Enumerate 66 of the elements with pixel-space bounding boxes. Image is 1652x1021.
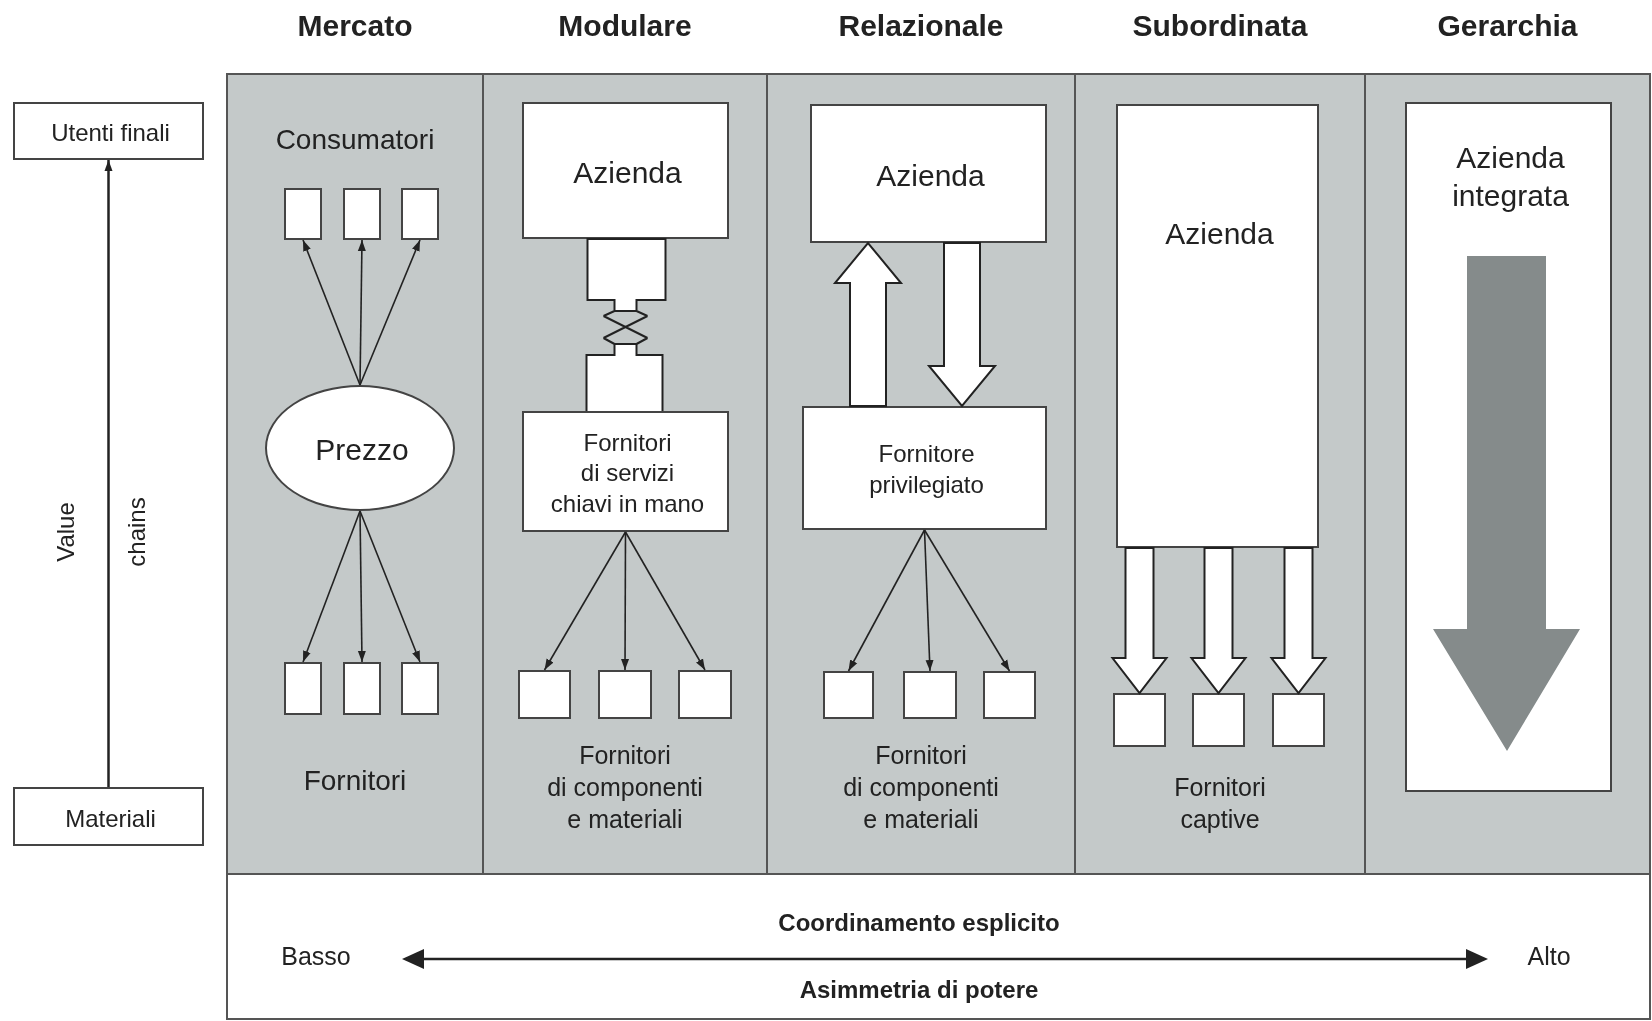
box-label: Azienda	[876, 157, 985, 194]
small-square	[343, 188, 381, 240]
arrow	[621, 531, 630, 671]
group-label: Consumatori	[275, 123, 435, 158]
box-label: Fornitori di servizi chiavi in mano	[550, 427, 705, 519]
entity-box	[13, 787, 204, 846]
block-arrow	[832, 241, 904, 407]
group-caption: Fornitori di componenti e materiali	[843, 740, 999, 835]
arrow	[302, 239, 361, 386]
entity-box	[13, 102, 204, 160]
column-heading: Subordinata	[1132, 7, 1308, 44]
block-arrow	[926, 242, 998, 408]
group-label: Fornitori	[303, 764, 407, 799]
small-square	[1113, 693, 1166, 747]
scale-end-label: Alto	[1527, 941, 1571, 972]
plug-connector	[585, 238, 667, 412]
small-square	[983, 671, 1036, 719]
box-label: Prezzo	[315, 431, 409, 468]
box-label: Azienda integrata	[1452, 139, 1569, 214]
arrow	[923, 529, 1011, 672]
box-label: Fornitore privilegiato	[869, 439, 984, 500]
arrow	[104, 160, 113, 787]
small-square	[598, 670, 652, 719]
small-square	[1192, 693, 1245, 747]
arrow	[543, 531, 627, 671]
entity-box	[1116, 104, 1319, 548]
small-square	[284, 662, 322, 715]
small-square	[518, 670, 571, 719]
small-square	[284, 188, 322, 240]
arrow	[357, 239, 366, 386]
entity-box	[522, 102, 729, 239]
arrow	[302, 510, 361, 663]
entity-box	[522, 411, 729, 532]
small-square	[1272, 693, 1325, 747]
box-label: Utenti finali	[51, 117, 170, 148]
arrow	[624, 531, 706, 671]
group-caption: Fornitori captive	[1174, 772, 1266, 835]
entity-box	[810, 104, 1047, 243]
scale-title: Coordinamento esplicito	[778, 907, 1060, 938]
axis-label: Value	[50, 502, 80, 562]
small-square	[903, 671, 957, 719]
group-caption: Fornitori di componenti e materiali	[547, 740, 703, 835]
column-heading: Relazionale	[838, 7, 1004, 44]
entity-box	[802, 406, 1047, 530]
arrow	[359, 510, 421, 663]
box-label: Azienda	[573, 154, 682, 191]
block-arrow	[1110, 547, 1169, 695]
column-heading: Modulare	[558, 7, 692, 44]
block-arrow	[1189, 547, 1248, 695]
small-square	[401, 662, 439, 715]
small-square	[401, 188, 439, 240]
box-label: Materiali	[65, 803, 156, 834]
arrow	[923, 529, 934, 672]
small-square	[343, 662, 381, 715]
scale-end-label: Basso	[281, 941, 351, 972]
small-square	[823, 671, 874, 719]
arrow	[357, 510, 366, 663]
block-arrow	[1269, 547, 1328, 695]
scale-title: Asimmetria di potere	[799, 974, 1039, 1005]
arrow	[359, 239, 421, 386]
small-square	[678, 670, 732, 719]
box-label: Azienda	[1165, 215, 1274, 252]
axis-label: chains	[121, 497, 151, 567]
arrow	[847, 529, 926, 672]
column-heading: Gerarchia	[1437, 7, 1578, 44]
column-heading: Mercato	[297, 7, 413, 44]
